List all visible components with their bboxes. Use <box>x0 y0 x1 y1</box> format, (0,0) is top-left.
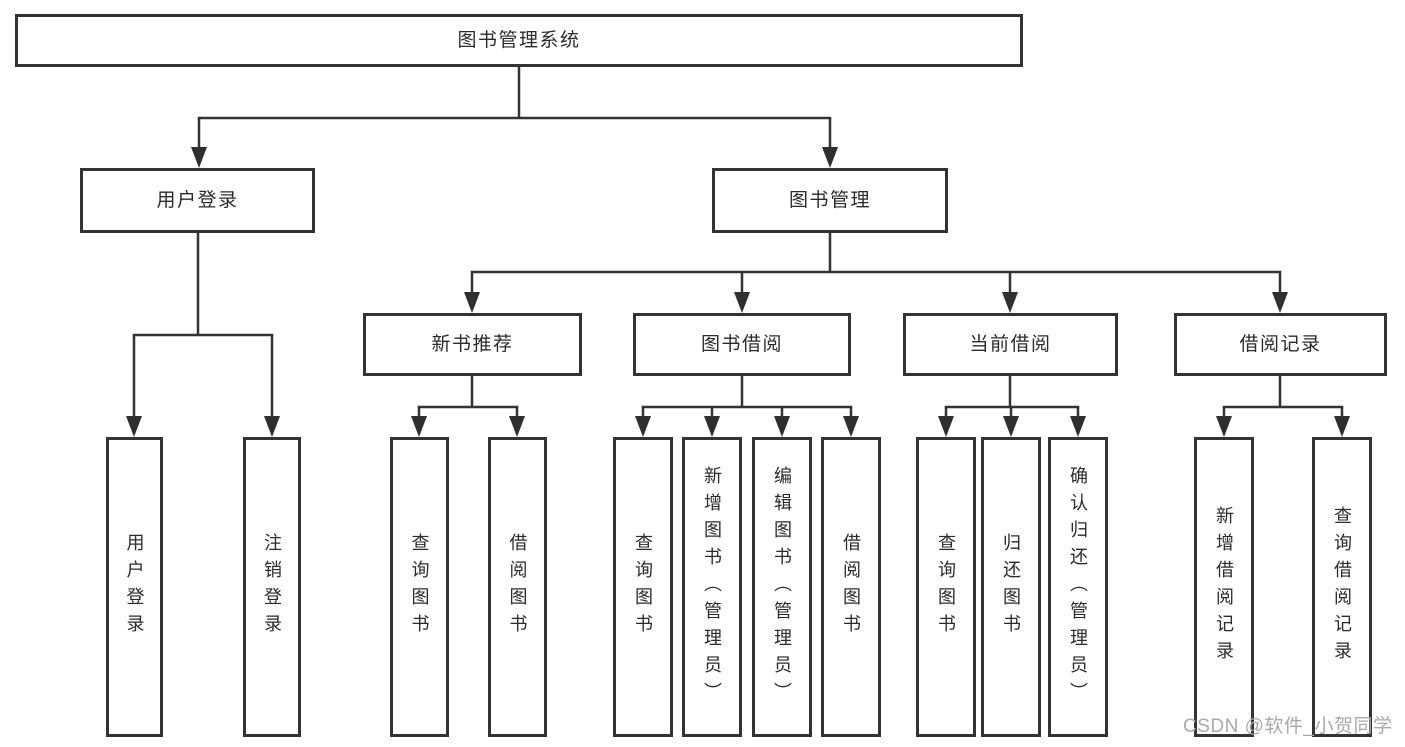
leaf-logout: 注销登录 <box>243 437 301 737</box>
leaf-nb-query-books-label: 查询图书 <box>409 533 430 641</box>
leaf-bb-edit-books-admin: 编辑图书（管理员） <box>752 437 812 737</box>
leaf-bb-add-books-admin-label: 新增图书（管理员） <box>702 465 722 709</box>
leaf-cb-return-books-label: 归还图书 <box>1001 533 1021 641</box>
leaf-bb-add-books-admin: 新增图书（管理员） <box>682 437 742 737</box>
node-user-login-group-label: 用户登录 <box>156 190 239 211</box>
leaf-br-add-borrow-record-label: 新增借阅记录 <box>1214 506 1234 668</box>
leaf-nb-borrow-books: 借阅图书 <box>488 437 547 737</box>
leaf-cb-query-books-label: 查询图书 <box>936 533 956 641</box>
node-root: 图书管理系统 <box>15 14 1023 67</box>
leaf-cb-confirm-return-admin-label: 确认归还（管理员） <box>1068 465 1088 709</box>
leaf-cb-return-books: 归还图书 <box>981 437 1041 737</box>
watermark-text: CSDN @软件_小贺同学 <box>1183 716 1393 737</box>
node-current-borrowing-label: 当前借阅 <box>969 334 1052 355</box>
node-root-label: 图书管理系统 <box>457 30 581 51</box>
leaf-bb-query-books: 查询图书 <box>613 437 673 737</box>
node-borrow-records-label: 借阅记录 <box>1239 334 1322 355</box>
leaf-bb-query-books-label: 查询图书 <box>633 533 653 641</box>
leaf-cb-query-books: 查询图书 <box>916 437 976 737</box>
node-borrow-records: 借阅记录 <box>1174 313 1387 376</box>
node-new-book-recommend: 新书推荐 <box>363 313 582 376</box>
leaf-br-add-borrow-record: 新增借阅记录 <box>1194 437 1254 737</box>
leaf-logout-label: 注销登录 <box>262 533 282 641</box>
leaf-bb-edit-books-admin-label: 编辑图书（管理员） <box>772 465 792 709</box>
leaf-nb-query-books: 查询图书 <box>390 437 449 737</box>
leaf-user-login-label: 用户登录 <box>124 533 145 641</box>
leaf-br-query-borrow-record-label: 查询借阅记录 <box>1332 506 1352 668</box>
leaf-user-login: 用户登录 <box>106 437 163 737</box>
node-book-management: 图书管理 <box>712 168 948 233</box>
node-current-borrowing: 当前借阅 <box>903 313 1118 376</box>
node-user-login-group: 用户登录 <box>80 168 315 233</box>
leaf-bb-borrow-books-label: 借阅图书 <box>841 533 861 641</box>
node-book-borrowing-label: 图书借阅 <box>700 334 783 355</box>
leaf-nb-borrow-books-label: 借阅图书 <box>507 533 528 641</box>
node-new-book-recommend-label: 新书推荐 <box>431 334 514 355</box>
leaf-bb-borrow-books: 借阅图书 <box>821 437 881 737</box>
leaf-cb-confirm-return-admin: 确认归还（管理员） <box>1048 437 1108 737</box>
node-book-borrowing: 图书借阅 <box>633 313 851 376</box>
node-book-management-label: 图书管理 <box>788 190 871 211</box>
leaf-br-query-borrow-record: 查询借阅记录 <box>1312 437 1372 737</box>
